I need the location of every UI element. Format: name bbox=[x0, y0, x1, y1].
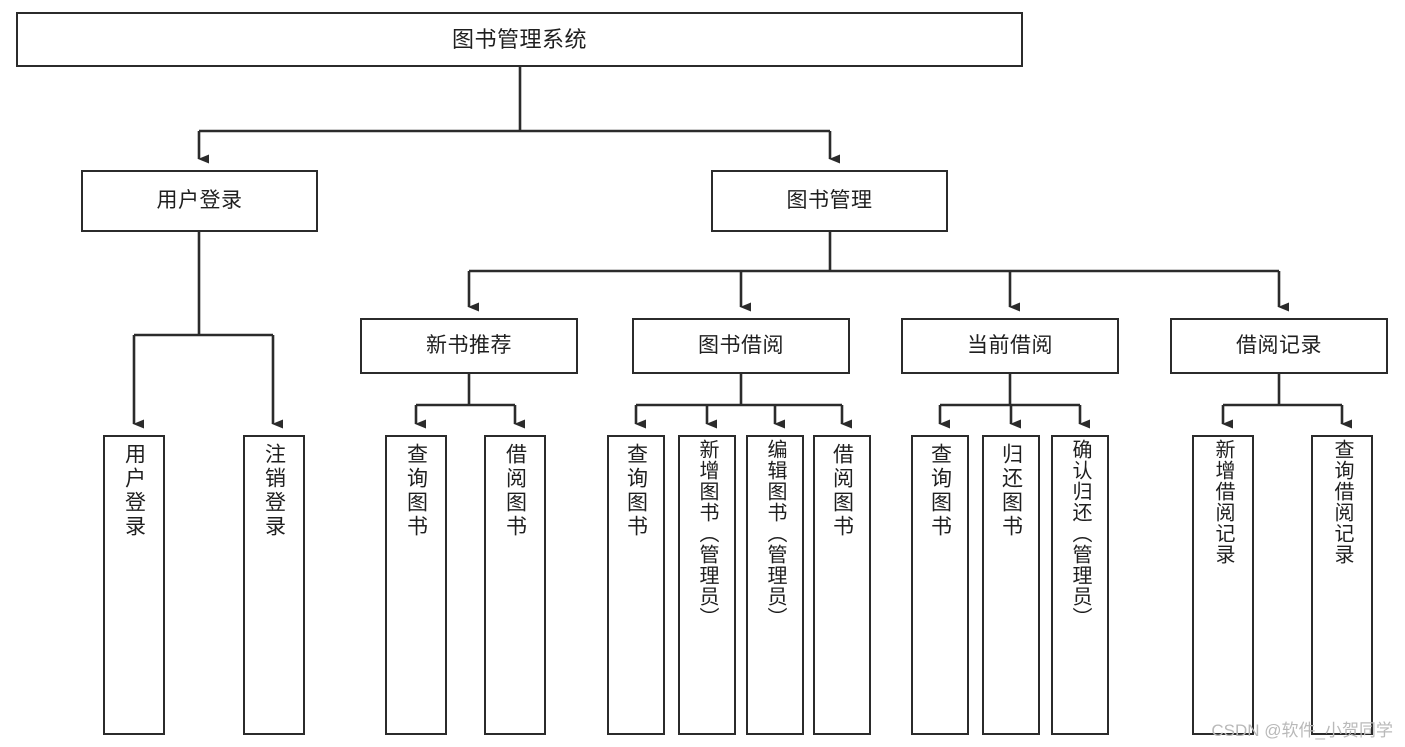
node-label: 借阅记录 bbox=[1236, 333, 1322, 357]
node-leaf-5[interactable]: 新增图书（管理员） bbox=[678, 435, 736, 735]
node-leaf-11[interactable]: 新增借阅记录 bbox=[1192, 435, 1254, 735]
node-label: 图书借阅 bbox=[698, 333, 784, 357]
node-leaf-8[interactable]: 查询图书 bbox=[911, 435, 969, 735]
node-root[interactable]: 图书管理系统 bbox=[16, 12, 1023, 67]
node-label: 新增图书（管理员） bbox=[696, 439, 718, 628]
node-tier3-3[interactable]: 借阅记录 bbox=[1170, 318, 1388, 374]
node-tier3-2[interactable]: 当前借阅 bbox=[901, 318, 1119, 374]
node-tier2-0[interactable]: 用户登录 bbox=[81, 170, 318, 232]
node-leaf-12[interactable]: 查询借阅记录 bbox=[1311, 435, 1373, 735]
node-label: 编辑图书（管理员） bbox=[764, 439, 786, 628]
csdn-watermark: CSDN @软件_小贺同学 bbox=[1211, 721, 1393, 740]
node-label: 查询图书 bbox=[928, 443, 952, 539]
node-label: 用户登录 bbox=[156, 188, 243, 212]
node-label: 新增借阅记录 bbox=[1212, 439, 1234, 565]
node-label: 用户登录 bbox=[122, 443, 146, 539]
node-label: 查询借阅记录 bbox=[1331, 439, 1353, 565]
node-label: 注销登录 bbox=[262, 443, 286, 539]
node-leaf-7[interactable]: 借阅图书 bbox=[813, 435, 871, 735]
node-leaf-9[interactable]: 归还图书 bbox=[982, 435, 1040, 735]
node-leaf-4[interactable]: 查询图书 bbox=[607, 435, 665, 735]
node-leaf-10[interactable]: 确认归还（管理员） bbox=[1051, 435, 1109, 735]
node-label: 图书管理 bbox=[786, 188, 873, 212]
node-tier3-0[interactable]: 新书推荐 bbox=[360, 318, 578, 374]
node-tier2-1[interactable]: 图书管理 bbox=[711, 170, 948, 232]
node-leaf-2[interactable]: 查询图书 bbox=[385, 435, 447, 735]
node-label: 确认归还（管理员） bbox=[1069, 439, 1091, 628]
node-label: 图书管理系统 bbox=[451, 26, 587, 52]
node-leaf-1[interactable]: 注销登录 bbox=[243, 435, 305, 735]
node-leaf-0[interactable]: 用户登录 bbox=[103, 435, 165, 735]
node-label: 借阅图书 bbox=[830, 443, 854, 539]
node-label: 新书推荐 bbox=[426, 333, 512, 357]
node-label: 归还图书 bbox=[999, 443, 1023, 539]
node-leaf-6[interactable]: 编辑图书（管理员） bbox=[746, 435, 804, 735]
node-label: 查询图书 bbox=[404, 443, 428, 539]
node-label: 查询图书 bbox=[624, 443, 648, 539]
node-label: 借阅图书 bbox=[503, 443, 527, 539]
node-tier3-1[interactable]: 图书借阅 bbox=[632, 318, 850, 374]
node-label: 当前借阅 bbox=[967, 333, 1053, 357]
node-leaf-3[interactable]: 借阅图书 bbox=[484, 435, 546, 735]
